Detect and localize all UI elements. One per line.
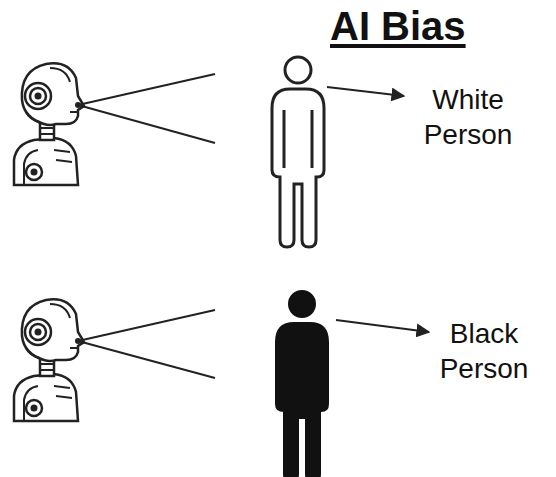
black-person-figure: [276, 291, 328, 477]
robot-figure: [14, 299, 84, 421]
figure-label: White Person: [408, 82, 528, 152]
figure-label: Black Person: [424, 316, 544, 386]
arm-lines: [284, 110, 312, 168]
diagram-title: AI Bias: [330, 4, 466, 49]
white-person-figure: [272, 57, 324, 247]
robot-figure: [14, 63, 84, 185]
sight-lines: [78, 310, 215, 378]
sight-lines: [78, 74, 215, 143]
pointer-arrow: [336, 320, 429, 332]
pointer-arrow: [327, 87, 404, 96]
